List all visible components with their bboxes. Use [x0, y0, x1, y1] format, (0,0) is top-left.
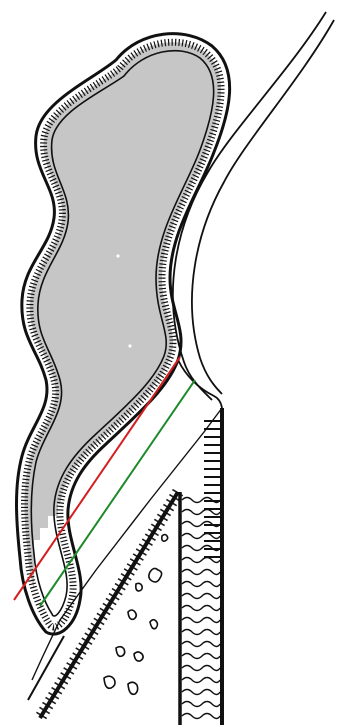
cavity-fleck	[116, 254, 119, 257]
outer-curve-line-3	[178, 360, 222, 408]
wavy-fiber-lines	[182, 498, 220, 719]
cavity-fleck	[128, 344, 131, 347]
